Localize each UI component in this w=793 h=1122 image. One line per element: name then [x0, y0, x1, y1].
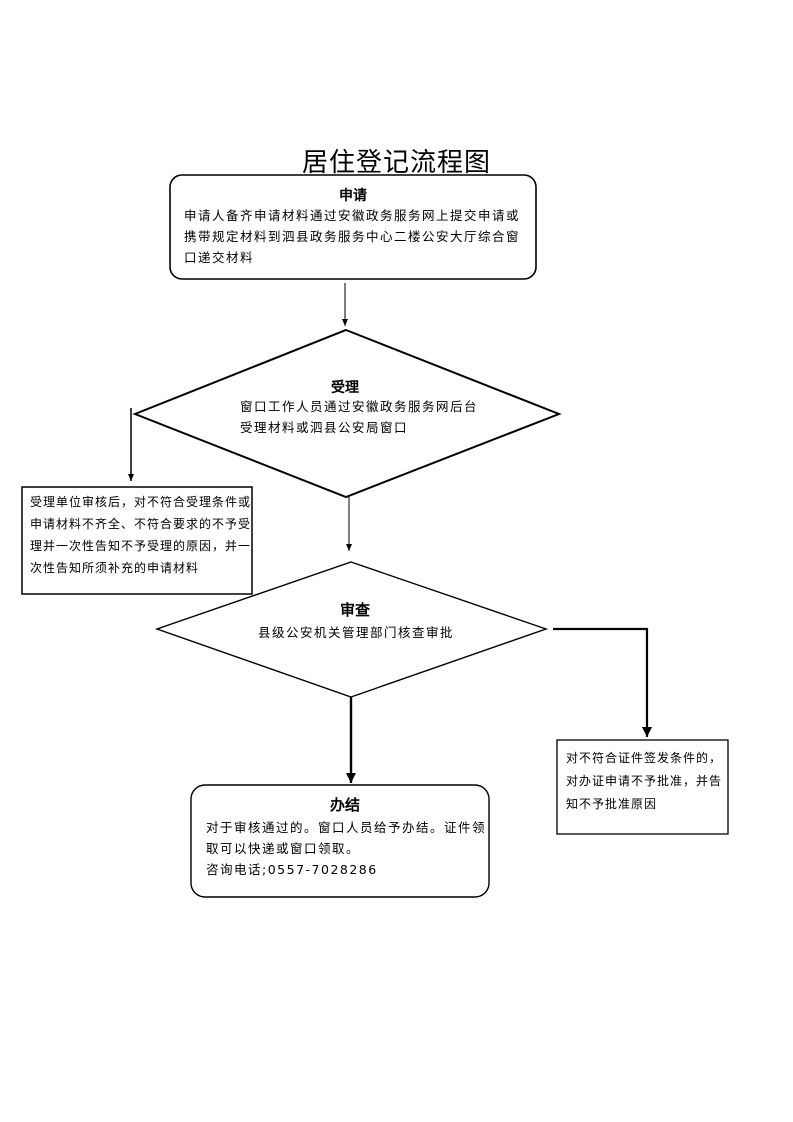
deny-description: 对不符合证件签发条件的，对办证申请不予批准，并告知不予批准原因	[566, 751, 723, 811]
accept-diamond	[132, 328, 562, 499]
reject-box	[21, 486, 253, 595]
deny-box	[556, 739, 729, 835]
page-title: 居住登记流程图	[301, 148, 491, 178]
consult-phone: 咨询电话;0557-7028286	[206, 862, 378, 877]
done-title: 办结	[329, 796, 360, 814]
done-description: 对于审核通过的。窗口人员给予办结。证件领取可以快递或窗口领取。 咨询电话;055…	[206, 817, 486, 880]
accept-description: 窗口工作人员通过安徽政务服务网后台受理材料或泗县公安局窗口	[240, 399, 479, 435]
reject-description: 受理单位审核后，对不符合受理条件或申请材料不齐全、不符合要求的不予受理并一次性告…	[30, 495, 252, 575]
done-box	[190, 784, 490, 898]
connector-review-deny	[553, 627, 652, 737]
apply-description: 申请人备齐申请材料通过安徽政务服务网上提交申请或携带规定材料到泗县政务服务中心二…	[184, 208, 521, 265]
apply-title: 申请	[339, 188, 367, 204]
accept-title: 受理	[331, 380, 359, 396]
review-description: 县级公安机关管理部门核查审批	[258, 625, 455, 640]
review-title: 审查	[339, 601, 370, 619]
apply-box	[169, 174, 537, 280]
done-text: 对于审核通过的。窗口人员给予办结。证件领取可以快递或窗口领取。	[206, 820, 487, 856]
